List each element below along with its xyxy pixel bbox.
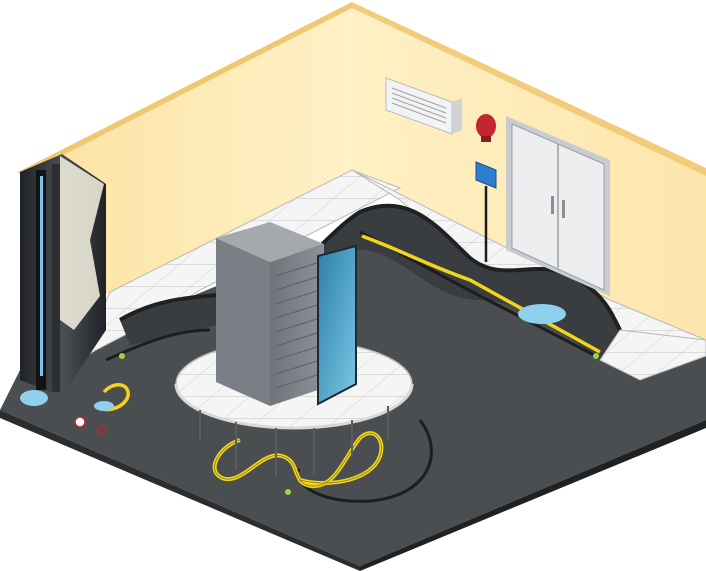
rack-left-side xyxy=(216,238,270,406)
crac-light-strip xyxy=(40,176,43,376)
water-puddle-right xyxy=(518,304,566,324)
water-puddle-left xyxy=(20,390,48,406)
cable-connector xyxy=(119,353,125,359)
rack-glass-door xyxy=(318,246,356,404)
crac-panel xyxy=(52,164,60,392)
water-puddle-under-rack xyxy=(94,401,114,411)
cable-connector xyxy=(593,353,599,359)
cable-connector xyxy=(285,489,291,495)
